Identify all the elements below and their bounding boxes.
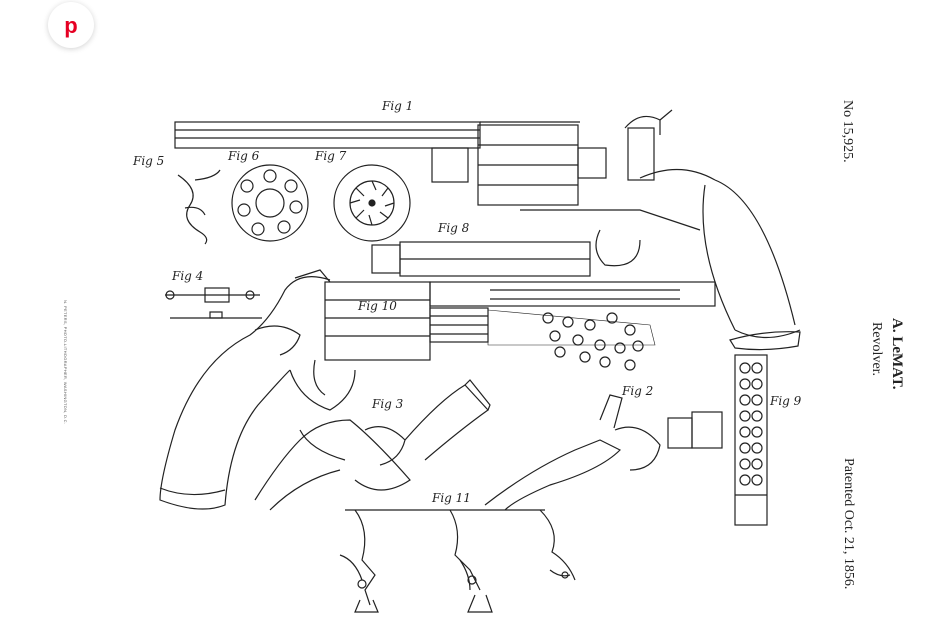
- fig-11-label: Fig 11: [431, 491, 471, 505]
- figure-4-parts: [165, 287, 262, 319]
- fig-7-label: Fig 7: [314, 149, 347, 163]
- pinterest-save-button[interactable]: p: [48, 2, 94, 48]
- fig-10-label: Fig 10: [357, 299, 397, 313]
- patent-date: Patented Oct. 21, 1856.: [841, 458, 856, 590]
- fig-1-label: Fig 1: [381, 99, 413, 113]
- figure-8-barrel: [371, 241, 591, 277]
- figure-2-lever: [484, 394, 723, 511]
- figure-10-revolver: [159, 269, 716, 510]
- fig-2-label: Fig 2: [621, 384, 653, 398]
- figure-11-mechanisms: [339, 509, 576, 613]
- figure-9-cartridge: [734, 354, 768, 526]
- inventor-name: A. LeMAT.: [889, 318, 905, 390]
- fig-4-label: Fig 4: [171, 269, 203, 283]
- figure-7-cylinder-back: [333, 164, 411, 242]
- patent-number: No 15,925.: [840, 100, 855, 163]
- shot-spray: [487, 309, 656, 371]
- pinterest-icon: p: [64, 13, 77, 38]
- svg-text:p: p: [64, 13, 77, 38]
- fig-9-label: Fig 9: [769, 394, 802, 408]
- fig-8-label: Fig 8: [437, 221, 470, 235]
- fig-3-label: Fig 3: [371, 397, 404, 411]
- fig-5-label: Fig 5: [132, 154, 164, 168]
- figure-6-cylinder: [231, 164, 309, 242]
- invention-title: Revolver.: [869, 322, 884, 377]
- figure-5-spring: [177, 169, 221, 245]
- figure-1-revolver: [174, 109, 801, 351]
- fig-6-label: Fig 6: [227, 149, 260, 163]
- figure-3-grip: [254, 379, 491, 511]
- printer-imprint: N. PETERS, PHOTO-LITHOGRAPHER, WASHINGTO…: [63, 300, 68, 425]
